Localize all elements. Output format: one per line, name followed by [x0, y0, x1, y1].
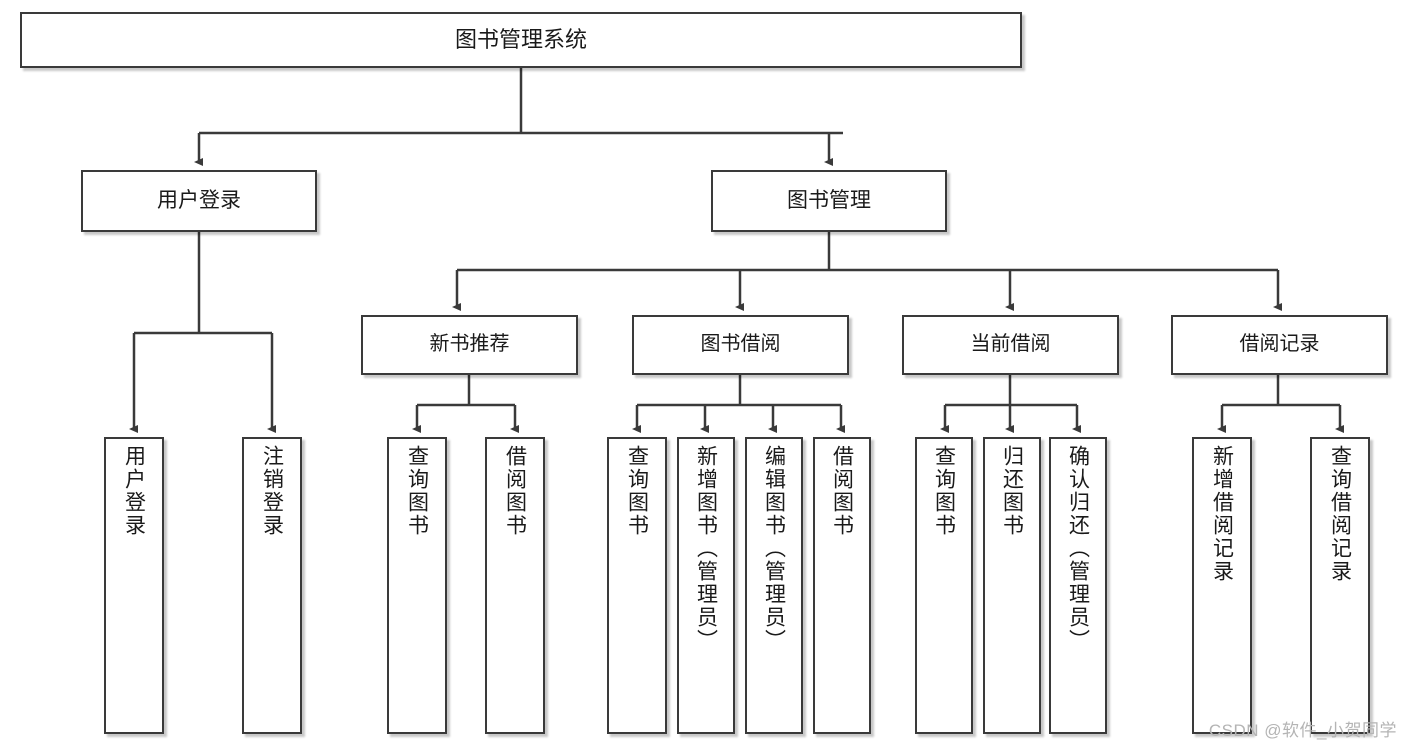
node-root-label: 图书管理系统	[454, 27, 587, 53]
node-leaf-user-login-signin[interactable]: 用户登录	[104, 437, 164, 734]
node-leaf-borrow-add[interactable]: 新增图书（管理员）	[677, 437, 735, 734]
node-leaf-label: 查询借阅记录	[1328, 445, 1352, 583]
node-leaf-label: 借阅图书	[503, 445, 527, 537]
node-book-borrow-label: 图书借阅	[700, 333, 781, 356]
node-user-login-label: 用户登录	[157, 188, 241, 212]
node-leaf-label: 归还图书	[1000, 445, 1024, 537]
node-leaf-label: 编辑图书（管理员）	[762, 445, 786, 652]
node-leaf-current-query[interactable]: 查询图书	[915, 437, 973, 734]
node-leaf-user-login-signout[interactable]: 注销登录	[242, 437, 302, 734]
node-leaf-newbook-borrow[interactable]: 借阅图书	[485, 437, 545, 734]
node-leaf-record-query[interactable]: 查询借阅记录	[1310, 437, 1370, 734]
node-leaf-borrow-query[interactable]: 查询图书	[607, 437, 667, 734]
node-borrow-record[interactable]: 借阅记录	[1171, 315, 1388, 375]
node-root[interactable]: 图书管理系统	[20, 12, 1022, 68]
node-leaf-label: 用户登录	[122, 445, 146, 537]
node-current-borrow-label: 当前借阅	[970, 333, 1051, 356]
watermark-text: CSDN @软件_小贺同学	[1208, 721, 1397, 740]
node-user-login[interactable]: 用户登录	[81, 170, 317, 232]
node-book-management[interactable]: 图书管理	[711, 170, 947, 232]
node-leaf-newbook-query[interactable]: 查询图书	[387, 437, 447, 734]
node-leaf-current-return[interactable]: 归还图书	[983, 437, 1041, 734]
node-leaf-label: 借阅图书	[830, 445, 854, 537]
node-leaf-label: 查询图书	[625, 445, 649, 537]
node-leaf-label: 查询图书	[932, 445, 956, 537]
node-leaf-label: 确认归还（管理员）	[1066, 445, 1090, 652]
node-leaf-label: 新增图书（管理员）	[694, 445, 718, 652]
node-new-book-recommend[interactable]: 新书推荐	[361, 315, 578, 375]
node-book-borrow[interactable]: 图书借阅	[632, 315, 849, 375]
node-book-management-label: 图书管理	[787, 188, 871, 212]
node-leaf-label: 查询图书	[405, 445, 429, 537]
node-current-borrow[interactable]: 当前借阅	[902, 315, 1119, 375]
node-borrow-record-label: 借阅记录	[1239, 333, 1320, 356]
node-leaf-record-add[interactable]: 新增借阅记录	[1192, 437, 1252, 734]
node-new-book-recommend-label: 新书推荐	[429, 333, 510, 356]
node-leaf-label: 新增借阅记录	[1210, 445, 1234, 583]
node-leaf-label: 注销登录	[260, 445, 284, 537]
node-leaf-borrow-lend[interactable]: 借阅图书	[813, 437, 871, 734]
node-leaf-borrow-edit[interactable]: 编辑图书（管理员）	[745, 437, 803, 734]
node-leaf-current-confirm-return[interactable]: 确认归还（管理员）	[1049, 437, 1107, 734]
